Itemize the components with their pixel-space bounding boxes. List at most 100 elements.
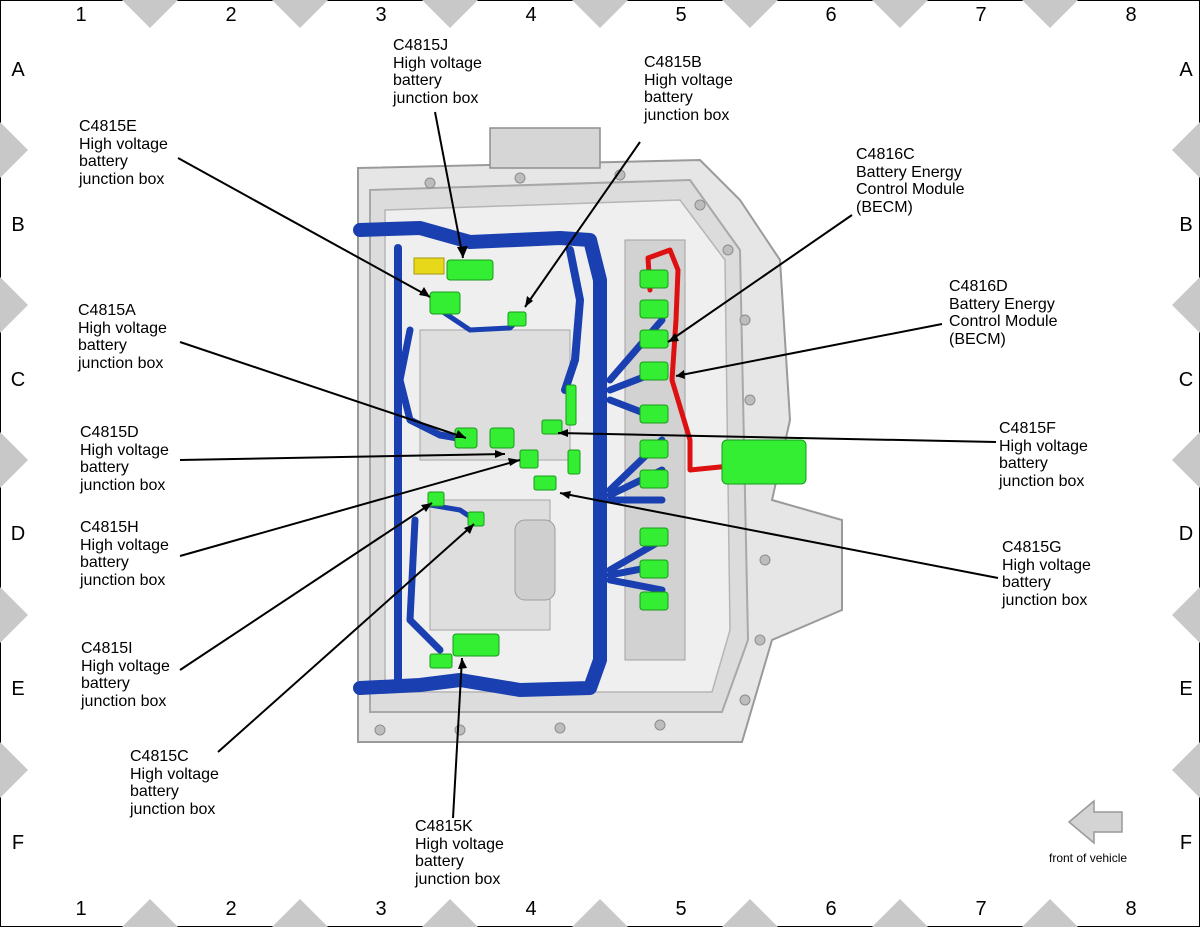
grid-row-right-d: D — [1178, 523, 1194, 545]
grid-col-top-4: 4 — [525, 4, 537, 26]
callout-c4815g-line3: junction box — [1002, 591, 1088, 609]
callout-c4815b: C4815B High voltage battery junction box — [644, 54, 733, 124]
left-arrow-icon — [1067, 799, 1123, 845]
callout-c4815e-line3: junction box — [79, 170, 165, 188]
callout-c4815i-line3: junction box — [81, 692, 167, 710]
callout-c4815h-id: C4815H — [80, 519, 139, 536]
callout-c4815j-id: C4815J — [393, 37, 449, 54]
callout-c4815a: C4815A High voltage battery junction box — [78, 302, 167, 372]
grid-col-top-8: 8 — [1125, 4, 1137, 26]
callout-c4815k-line1: High voltage — [415, 835, 504, 853]
callout-c4815f-line3: junction box — [999, 472, 1085, 490]
callout-c4816d-line1: Battery Energy — [949, 295, 1055, 313]
grid-col-top-6: 6 — [825, 4, 837, 26]
grid-row-right-c: C — [1178, 369, 1194, 391]
callout-c4815f-id: C4815F — [999, 420, 1056, 437]
callout-c4816d-line2: Control Module — [949, 313, 1058, 330]
callout-c4815e-line2: battery — [79, 153, 128, 170]
callout-c4815a-line3: junction box — [78, 354, 164, 372]
grid-col-top-7: 7 — [975, 4, 987, 26]
grid-row-left-a: A — [11, 59, 25, 81]
grid-row-left-b: B — [11, 214, 25, 236]
callout-c4815b-line1: High voltage — [644, 71, 733, 89]
callout-c4816c: C4816C Battery Energy Control Module (BE… — [856, 146, 965, 216]
callout-c4815f: C4815F High voltage battery junction box — [999, 420, 1088, 490]
grid-row-right-a: A — [1179, 59, 1193, 81]
callout-c4815b-line3: junction box — [644, 106, 730, 124]
callout-c4815c-line3: junction box — [130, 800, 216, 818]
front-of-vehicle-label: front of vehicle — [1049, 851, 1128, 865]
callout-c4815k-line3: junction box — [415, 870, 501, 888]
callout-c4815e-id: C4815E — [79, 118, 137, 135]
callout-c4815a-line1: High voltage — [78, 319, 167, 337]
callout-c4815c-id: C4815C — [130, 748, 189, 765]
callout-c4815k-line2: battery — [415, 853, 464, 870]
callout-c4815c: C4815C High voltage battery junction box — [130, 748, 219, 818]
grid-row-right-f: F — [1179, 832, 1193, 854]
callout-c4815h-line1: High voltage — [80, 536, 169, 554]
callout-c4816c-line1: Battery Energy — [856, 163, 962, 181]
becm-harness — [645, 247, 743, 473]
callout-c4815f-line1: High voltage — [999, 437, 1088, 455]
callout-c4815d-id: C4815D — [80, 424, 139, 441]
callout-c4815a-id: C4815A — [78, 302, 136, 319]
grid-col-top-1: 1 — [75, 4, 87, 26]
callout-c4816c-line2: Control Module — [856, 181, 965, 198]
callout-c4816c-line3: (BECM) — [856, 198, 913, 216]
callout-c4815i: C4815I High voltage battery junction box — [81, 640, 170, 710]
callout-c4815j: C4815J High voltage battery junction box — [393, 37, 482, 107]
grid-col-bottom-3: 3 — [375, 898, 387, 920]
callout-c4815h-line2: battery — [80, 554, 129, 571]
callout-c4815c-line1: High voltage — [130, 765, 219, 783]
hv-harness — [353, 221, 666, 697]
callout-c4815j-line2: battery — [393, 72, 442, 89]
grid-row-left-d: D — [10, 523, 26, 545]
callout-c4815h: C4815H High voltage battery junction box — [80, 519, 169, 589]
callout-c4816c-id: C4816C — [856, 146, 915, 163]
callout-c4815k: C4815K High voltage battery junction box — [415, 818, 504, 888]
grid-row-right-e: E — [1179, 678, 1193, 700]
grid-col-bottom-1: 1 — [75, 898, 87, 920]
connectors — [413, 257, 807, 669]
grid-col-bottom-8: 8 — [1125, 898, 1137, 920]
leader-arrowheads — [419, 246, 685, 669]
grid-row-left-f: F — [11, 832, 25, 854]
leader-lines — [177, 111, 999, 819]
callout-c4815d-line2: battery — [80, 459, 129, 476]
callout-c4815h-line3: junction box — [80, 571, 166, 589]
callout-c4816d-line3: (BECM) — [949, 330, 1006, 348]
grid-col-top-5: 5 — [675, 4, 687, 26]
callout-c4815i-id: C4815I — [81, 640, 133, 657]
callout-c4815a-line2: battery — [78, 337, 127, 354]
callout-c4816d-id: C4816D — [949, 278, 1008, 295]
callout-c4815d: C4815D High voltage battery junction box — [80, 424, 169, 494]
grid-col-bottom-5: 5 — [675, 898, 687, 920]
grid-col-bottom-2: 2 — [225, 898, 237, 920]
grid-row-left-c: C — [10, 369, 26, 391]
grid-col-bottom-7: 7 — [975, 898, 987, 920]
callout-c4815d-line3: junction box — [80, 476, 166, 494]
callout-c4816d: C4816D Battery Energy Control Module (BE… — [949, 278, 1058, 348]
callout-c4815c-line2: battery — [130, 783, 179, 800]
grid-col-bottom-6: 6 — [825, 898, 837, 920]
callout-c4815e: C4815E High voltage battery junction box — [79, 118, 168, 188]
callout-c4815b-id: C4815B — [644, 54, 702, 71]
grid-row-left-e: E — [11, 678, 25, 700]
grid-col-bottom-4: 4 — [525, 898, 537, 920]
grid-row-right-b: B — [1179, 214, 1193, 236]
callout-c4815e-line1: High voltage — [79, 135, 168, 153]
callout-c4815j-line1: High voltage — [393, 54, 482, 72]
callout-c4815g: C4815G High voltage battery junction box — [1002, 539, 1091, 609]
grid-col-top-3: 3 — [375, 4, 387, 26]
callout-c4815b-line2: battery — [644, 89, 693, 106]
callout-c4815k-id: C4815K — [415, 818, 473, 835]
callout-c4815d-line1: High voltage — [80, 441, 169, 459]
callout-c4815g-line2: battery — [1002, 574, 1051, 591]
callout-c4815f-line2: battery — [999, 455, 1048, 472]
callout-c4815j-line3: junction box — [393, 89, 479, 107]
grid-col-top-2: 2 — [225, 4, 237, 26]
callout-c4815g-line1: High voltage — [1002, 556, 1091, 574]
callout-c4815g-id: C4815G — [1002, 539, 1062, 556]
